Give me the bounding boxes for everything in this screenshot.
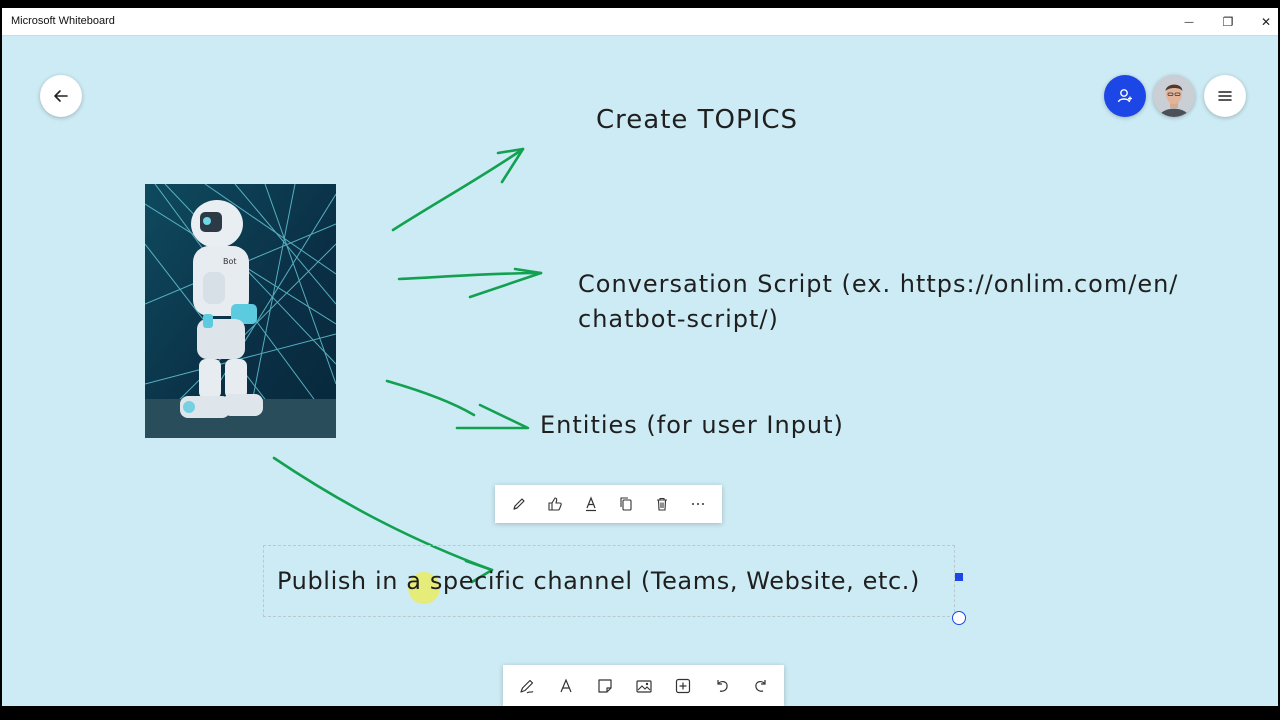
more-options-icon: [692, 503, 705, 505]
inking-pen-icon: [519, 679, 533, 693]
note-conversation-script-line2[interactable]: chatbot-script/): [578, 305, 779, 333]
arrowhead-entities: [455, 403, 530, 430]
note-create-topics[interactable]: Create TOPICS: [596, 105, 799, 135]
robot-label: Bot: [223, 257, 237, 266]
sticky-note-button[interactable]: [590, 671, 620, 701]
add-person-icon: [1117, 89, 1132, 103]
bottom-toolbar: [503, 665, 784, 706]
minimize-button[interactable]: —: [1170, 8, 1208, 36]
text-format-icon: [585, 496, 596, 512]
restore-icon: ❐: [1222, 15, 1234, 29]
insert-image-button[interactable]: [629, 671, 659, 701]
arrow-to-entities: [385, 379, 476, 417]
menu-button[interactable]: [1204, 75, 1246, 117]
resize-handle-square[interactable]: [955, 573, 963, 581]
arrowhead-script: [468, 267, 543, 299]
selection-box: [263, 545, 955, 617]
inking-button[interactable]: [512, 671, 542, 701]
whiteboard-canvas[interactable]: Bot: [2, 37, 1278, 706]
redo-button[interactable]: [746, 671, 776, 701]
sticky-note-icon: [597, 678, 612, 693]
note-entities[interactable]: Entities (for user Input): [540, 411, 844, 439]
edit-pen-icon: [513, 498, 525, 510]
arrow-to-publish: [272, 456, 494, 572]
context-toolbar: [495, 485, 722, 523]
whiteboard-window: Microsoft Whiteboard — ❐ ✕: [2, 8, 1278, 706]
title-bar: Microsoft Whiteboard — ❐ ✕: [2, 8, 1278, 36]
rotate-handle[interactable]: [952, 611, 966, 625]
add-content-button[interactable]: [668, 671, 698, 701]
restore-button[interactable]: ❐: [1209, 8, 1247, 36]
ink-arrows[interactable]: [2, 37, 1278, 706]
note-publish-channel[interactable]: Publish in a specific channel (Teams, We…: [277, 567, 920, 595]
person-photo-icon: [1153, 75, 1195, 117]
robot-image[interactable]: Bot: [145, 184, 336, 438]
delete-icon: [657, 497, 668, 511]
undo-button[interactable]: [707, 671, 737, 701]
hamburger-menu-icon: [1218, 91, 1232, 101]
robot-photo: Bot: [145, 184, 336, 438]
cursor-highlight: [408, 572, 440, 604]
text-tool-icon: [559, 677, 572, 692]
more-options-button[interactable]: [683, 489, 713, 519]
copy-icon: [620, 497, 632, 511]
arrowhead-topics: [496, 147, 525, 184]
add-content-icon: [675, 678, 690, 693]
react-thumb-icon: [548, 497, 562, 511]
edit-button[interactable]: [504, 489, 534, 519]
invite-button[interactable]: [1104, 75, 1146, 117]
minimize-icon: —: [1184, 16, 1194, 28]
redo-icon: [754, 679, 766, 692]
copy-button[interactable]: [611, 489, 641, 519]
arrowhead-publish: [464, 559, 494, 584]
react-button[interactable]: [540, 489, 570, 519]
note-conversation-script-line1[interactable]: Conversation Script (ex. https://onlim.c…: [578, 270, 1179, 298]
insert-image-icon: [635, 679, 652, 693]
arrow-to-topics: [391, 147, 525, 232]
undo-icon: [716, 679, 728, 692]
back-button[interactable]: [40, 75, 82, 117]
app-title: Microsoft Whiteboard: [11, 15, 115, 27]
text-tool-button[interactable]: [551, 671, 581, 701]
text-format-button[interactable]: [576, 489, 606, 519]
user-avatar[interactable]: [1153, 75, 1195, 117]
delete-button[interactable]: [647, 489, 677, 519]
arrow-left-icon: [54, 90, 68, 102]
arrow-to-script: [397, 271, 543, 281]
close-icon: ✕: [1260, 15, 1272, 29]
close-button[interactable]: ✕: [1247, 8, 1278, 36]
